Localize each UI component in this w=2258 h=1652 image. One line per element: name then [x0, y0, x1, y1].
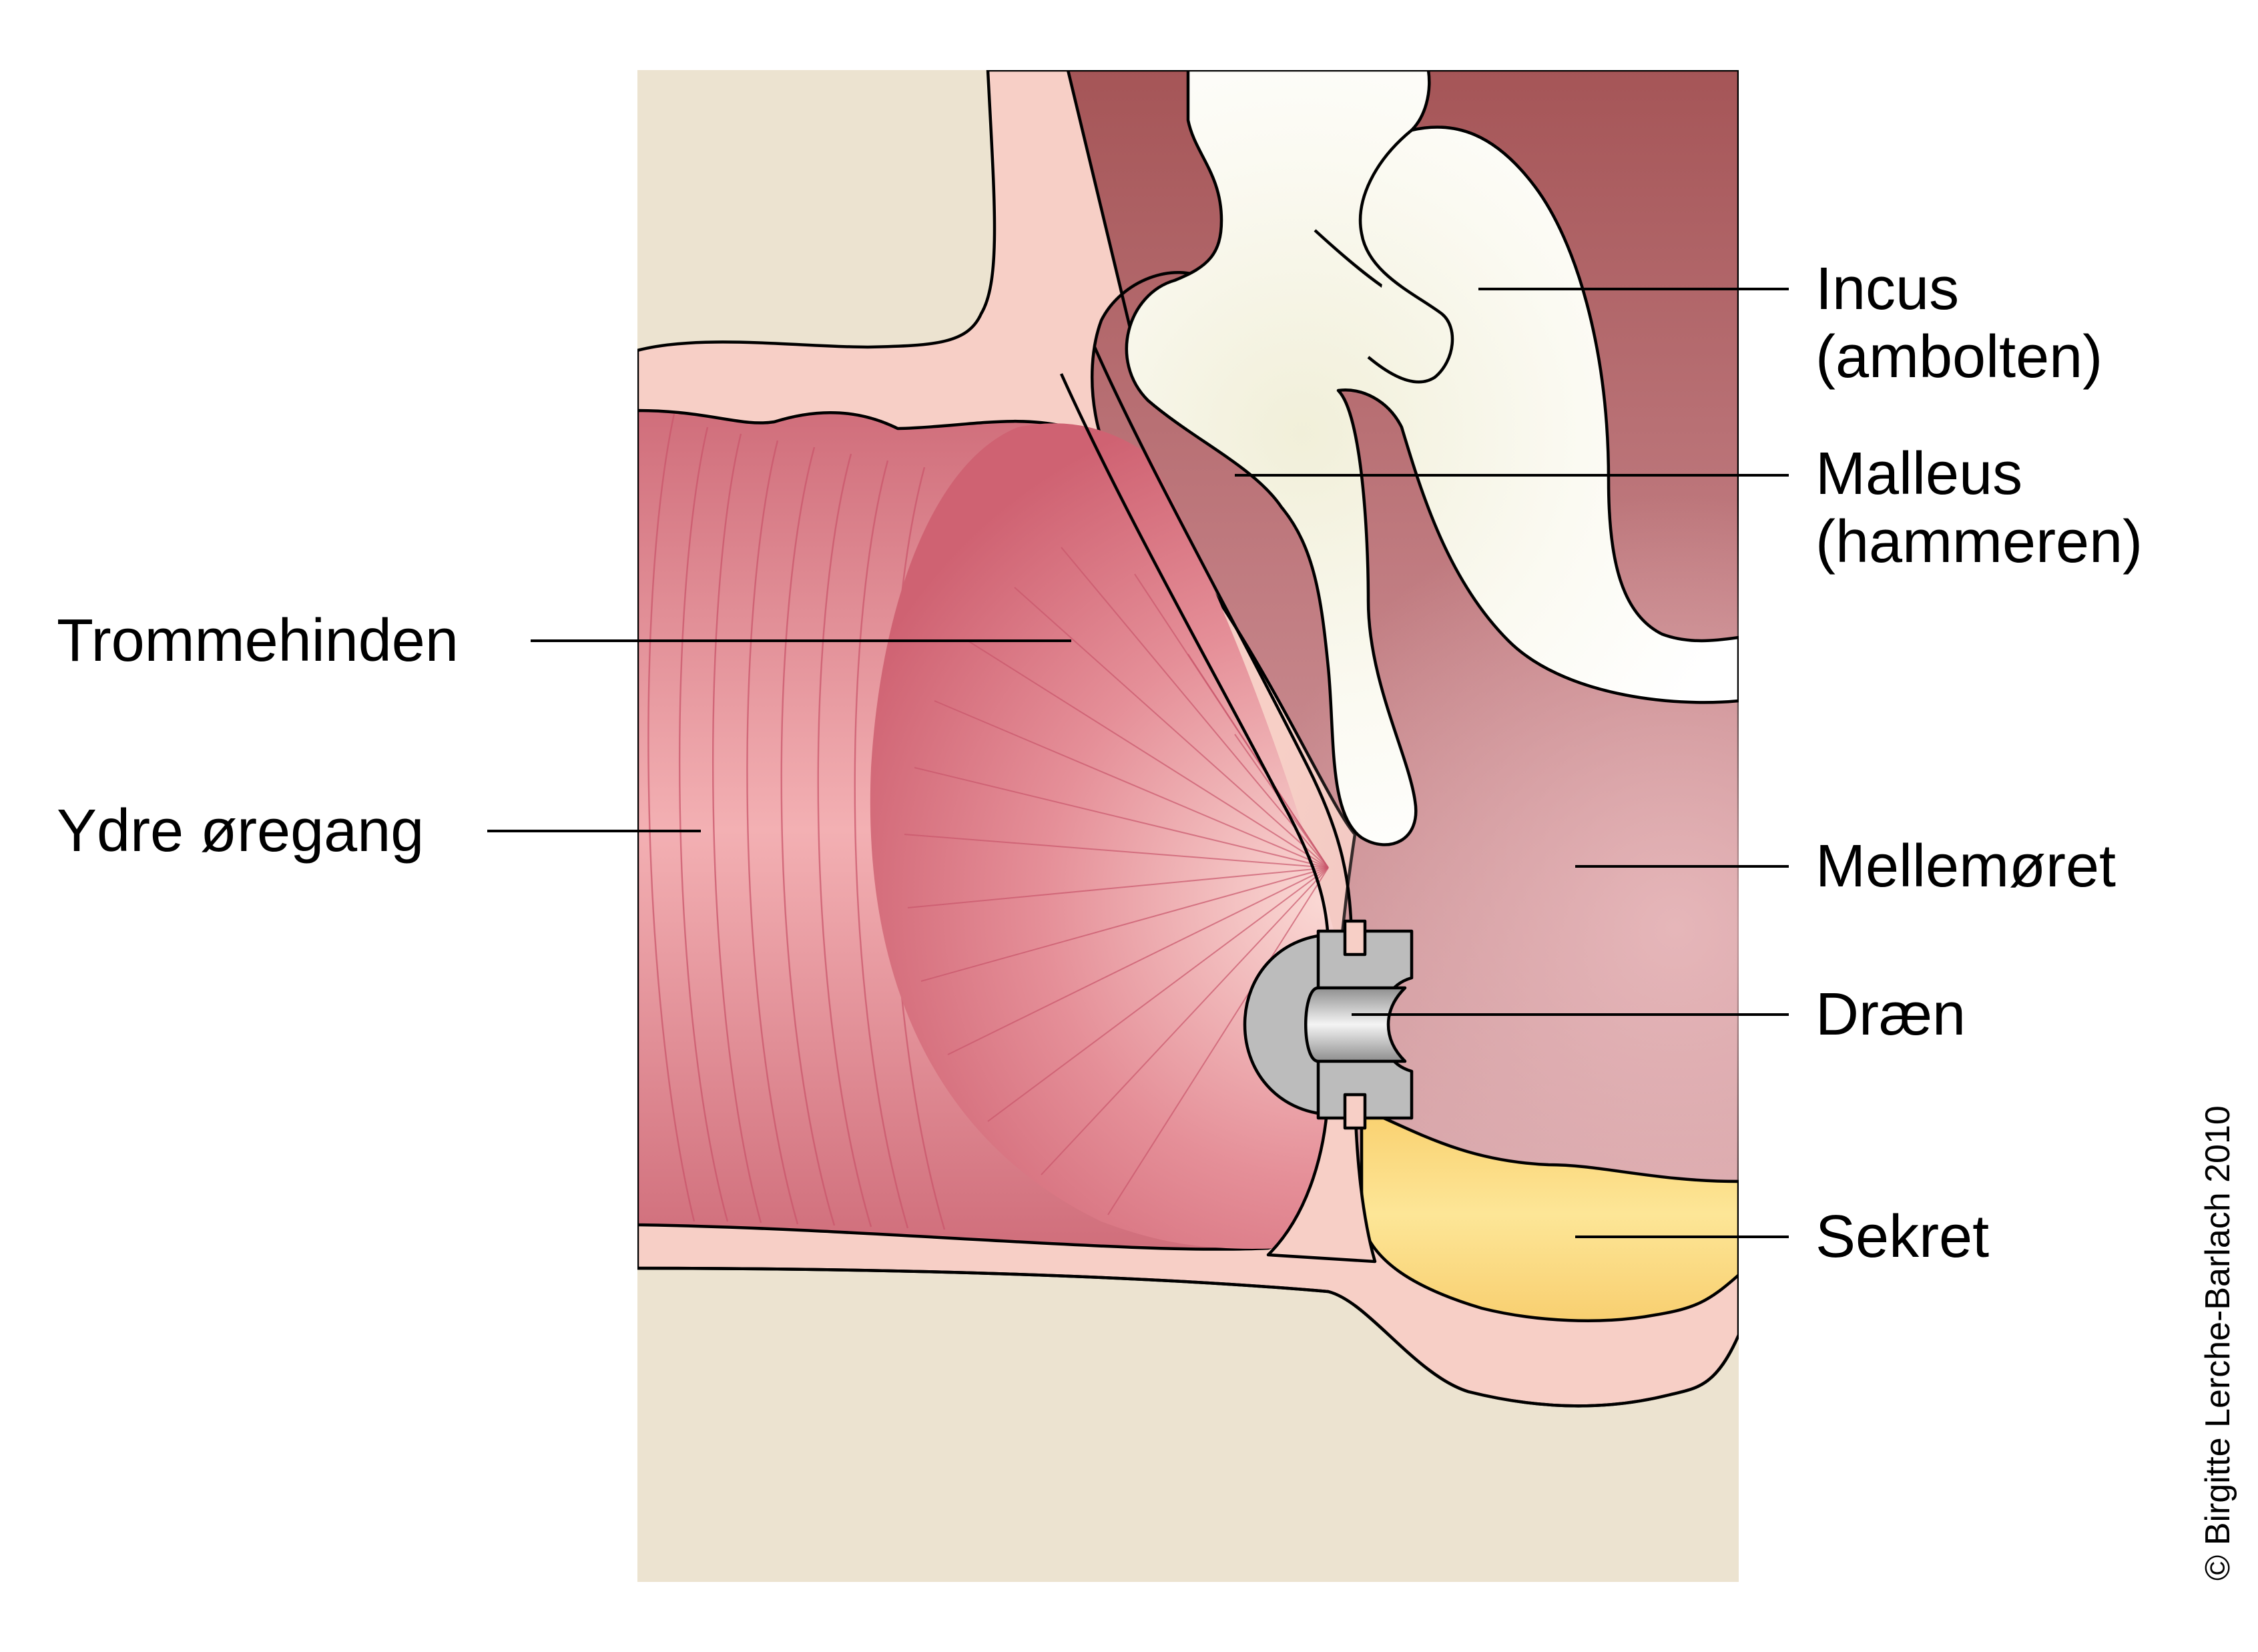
drain-notch-bottom: [1343, 1093, 1367, 1130]
tympanic-membrane-edge-inner: [1059, 373, 1330, 948]
tympanic-membrane-edge: [1093, 346, 1354, 948]
drain-notch-top: [1343, 919, 1367, 956]
label-trommehinden: Trommehinden: [57, 607, 459, 674]
lower-tissue-edge: [637, 1266, 1739, 1408]
label-incus-danish: (ambolten): [1815, 324, 2102, 390]
illustration-panel: [637, 70, 1739, 1582]
eardrum-fibers: [904, 547, 1329, 1215]
label-mellemoret: Mellemøret: [1815, 833, 2116, 900]
labels: Incus (ambolten) Malleus (hammeren) Trom…: [57, 256, 2237, 1581]
label-sekret: Sekret: [1815, 1203, 1989, 1270]
copyright-credit: © Birgitte Lerche-Barlach 2010: [2199, 1105, 2237, 1581]
secretion-fluid: [1360, 1106, 1739, 1322]
leader-lines: [487, 288, 1789, 1238]
label-draen: Dræn: [1815, 981, 1966, 1048]
incus-process: [1358, 129, 1454, 384]
label-malleus-danish: (hammeren): [1815, 509, 2143, 575]
drain-outer-flange: [1243, 932, 1337, 1117]
eardrum: [870, 423, 1340, 1249]
label-malleus: Malleus: [1815, 441, 2022, 507]
label-incus: Incus: [1815, 256, 1959, 322]
drain-lumen: [1304, 986, 1407, 1063]
ossicles-bones: [1125, 70, 1739, 846]
canal-fibers: [647, 413, 946, 1230]
label-ydre-oregang: Ydre øregang: [57, 798, 424, 864]
drain-tube: [1243, 919, 1414, 1130]
